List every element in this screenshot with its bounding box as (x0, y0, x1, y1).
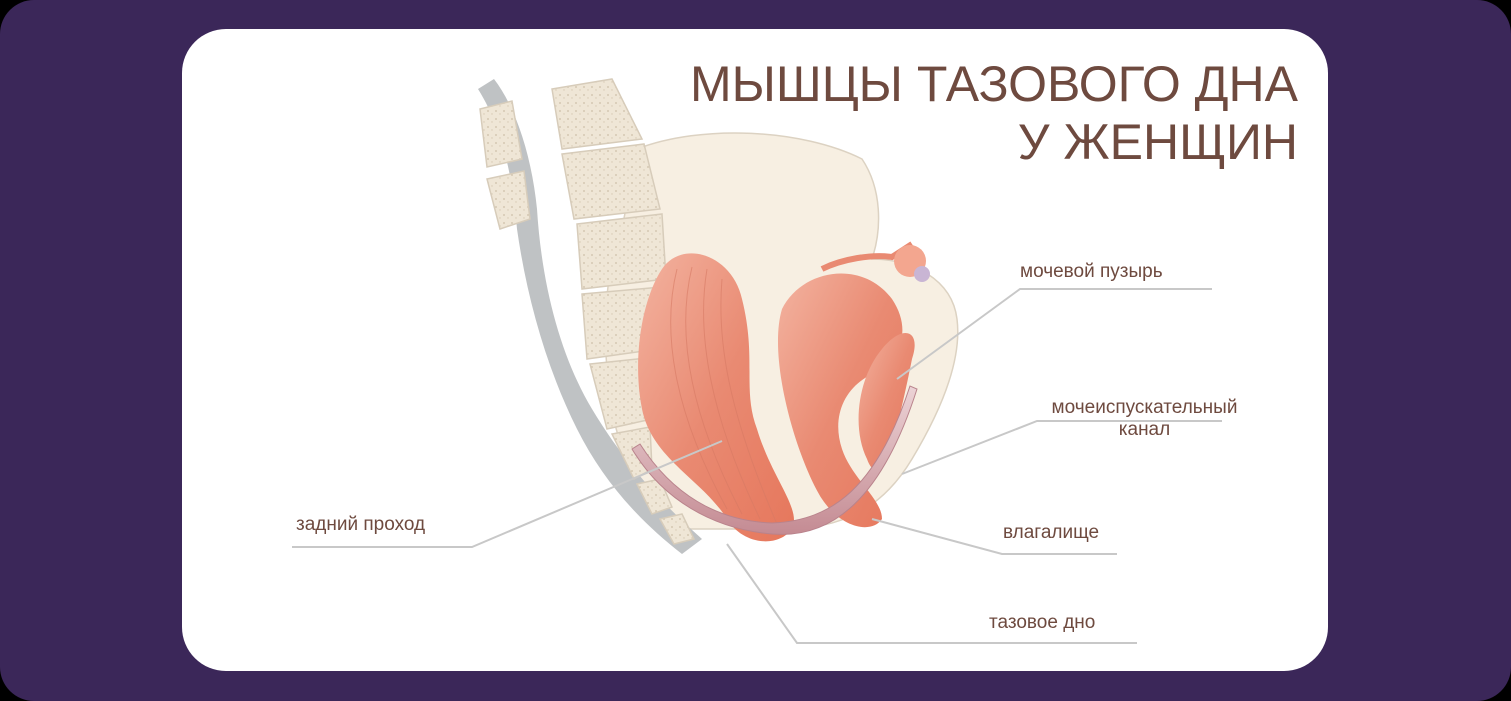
label-bladder: мочевой пузырь (1020, 261, 1163, 282)
leader-lines (292, 288, 1222, 644)
label-urethra-line-2: канал (1118, 419, 1171, 440)
label-anus: задний проход (296, 514, 426, 535)
label-urethra: мочеиспускательный канал (1027, 397, 1262, 441)
title-line-1: МЫШЦЫ ТАЗОВОГО ДНА (689, 56, 1298, 112)
rectum-muscle (638, 253, 794, 542)
diagram-title: МЫШЦЫ ТАЗОВОГО ДНА У ЖЕНЩИН (690, 55, 1298, 171)
pelvic-floor-muscle (631, 385, 918, 535)
pelvic-anatomy-illustration (292, 78, 1222, 644)
diagram-card: МЫШЦЫ ТАЗОВОГО ДНА У ЖЕНЩИН мочевой пузы… (182, 29, 1328, 671)
title-line-2: У ЖЕНЩИН (1017, 114, 1298, 170)
label-vagina: влагалище (1003, 522, 1100, 543)
label-pelvic-floor: тазовое дно (989, 612, 1096, 633)
label-urethra-line-1: мочеиспускательный (1051, 397, 1238, 418)
uterus-vagina-muscle (777, 241, 930, 528)
bladder-muscle (858, 332, 915, 471)
